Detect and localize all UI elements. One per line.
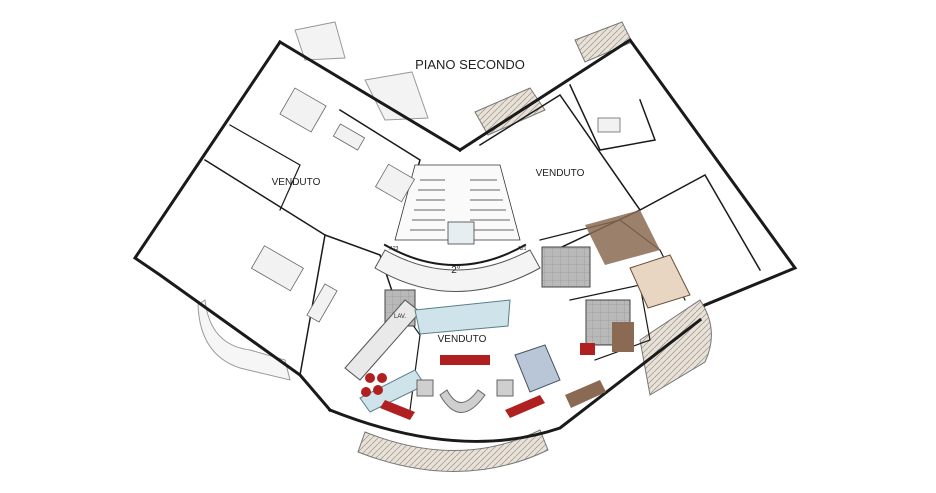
bed xyxy=(514,344,561,393)
terrace-south-east xyxy=(639,299,712,396)
bath-outline xyxy=(332,123,366,151)
stairwell xyxy=(394,164,521,245)
sofa xyxy=(439,389,486,413)
table-outline xyxy=(306,283,338,323)
unit-status-center: VENDUTO xyxy=(438,334,487,345)
stool xyxy=(361,387,371,397)
island-counter xyxy=(414,299,511,335)
armchair xyxy=(496,379,514,397)
inner-wall-6 xyxy=(569,84,657,151)
bed-outline xyxy=(374,163,416,203)
wood-floor-bedroom xyxy=(585,210,660,265)
unit-status-west: VENDUTO xyxy=(272,177,321,188)
daybed-red xyxy=(380,400,415,420)
sofa-outline xyxy=(250,245,304,292)
outer-wall-north-east xyxy=(457,37,798,307)
outer-wall-north-west xyxy=(277,39,463,153)
stool xyxy=(365,373,375,383)
inner-wall-2 xyxy=(324,234,396,301)
west-unit-furnishings xyxy=(250,87,621,323)
balcony-north-west-2 xyxy=(364,71,429,121)
kitchen-counter xyxy=(344,299,421,381)
floor-label: 2° xyxy=(451,265,461,276)
balcony-north-west xyxy=(294,21,346,61)
plan-title: PIANO SECONDO xyxy=(415,57,525,72)
bed-outline xyxy=(279,87,327,133)
outer-wall-south xyxy=(328,317,703,443)
east-unit-furnishings xyxy=(541,210,691,355)
daybed-red xyxy=(505,395,545,418)
terrace-south xyxy=(357,429,549,472)
armchair xyxy=(416,379,434,397)
inner-wall-7 xyxy=(229,124,301,211)
desk xyxy=(565,380,606,408)
inner-wall-core xyxy=(383,243,527,266)
bathroom-tiles xyxy=(541,246,591,288)
stair-tag-left: A23 xyxy=(390,246,399,252)
stool xyxy=(377,373,387,383)
center-unit-furnishings xyxy=(344,289,606,420)
laundry-tag: LAV. xyxy=(394,314,406,320)
balcony-west xyxy=(197,299,291,381)
corridor xyxy=(374,249,541,292)
outer-wall-west xyxy=(132,39,333,413)
stair-tag-right: A21 xyxy=(518,246,527,252)
wardrobe xyxy=(612,322,634,352)
nightstand xyxy=(580,343,595,355)
bath-outline xyxy=(597,117,621,133)
bed-double xyxy=(629,254,691,309)
unit-status-north-east: VENDUTO xyxy=(536,168,585,179)
balcony-north-center xyxy=(474,87,546,136)
tv-cabinet xyxy=(440,355,490,365)
stool xyxy=(373,385,383,395)
inner-wall-4 xyxy=(638,173,762,272)
